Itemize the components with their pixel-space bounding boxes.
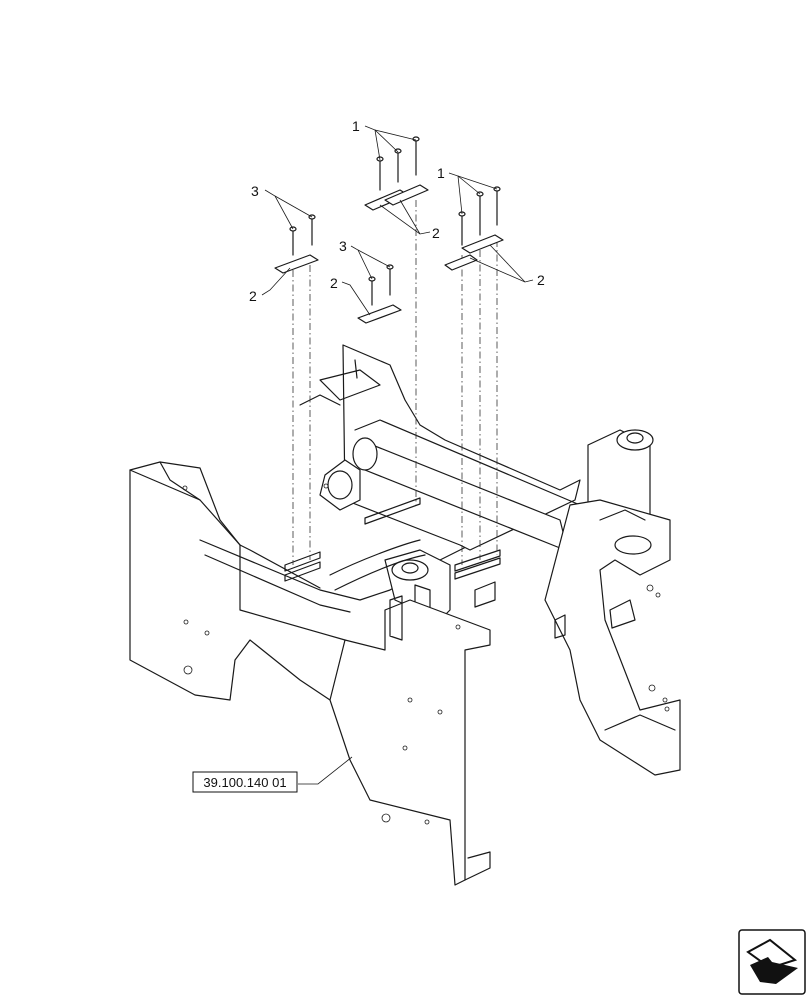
callout-1-top: 1 (352, 118, 360, 134)
callout-2-left: 2 (249, 288, 257, 304)
bolts-group-1-right (458, 186, 501, 246)
plates-top (364, 184, 429, 211)
reference-label-box[interactable]: 39.100.140 01 (192, 771, 298, 793)
callout-3-center: 3 (339, 238, 347, 254)
chassis-frame (129, 344, 681, 886)
callout-labels: 1 1 3 3 2 2 2 2 (249, 118, 545, 304)
callout-2-right: 2 (537, 272, 545, 288)
bolts-group-1-top (376, 136, 420, 191)
assembly-centerlines (292, 200, 498, 565)
bolts-group-3-center (368, 264, 394, 306)
plates-left (274, 254, 319, 274)
callout-2-top: 2 (432, 225, 440, 241)
callout-1-right: 1 (437, 165, 445, 181)
callout-3-left: 3 (251, 183, 259, 199)
deck-slot-rows (284, 497, 501, 582)
plates-center (357, 304, 402, 324)
plates-right (444, 234, 504, 271)
reference-label[interactable]: 39.100.140 01 (203, 775, 286, 790)
next-page-arrow-icon[interactable] (738, 929, 806, 995)
callout-leaders (261, 125, 534, 785)
callout-2-center: 2 (330, 275, 338, 291)
bolts-group-3-left (289, 214, 316, 256)
